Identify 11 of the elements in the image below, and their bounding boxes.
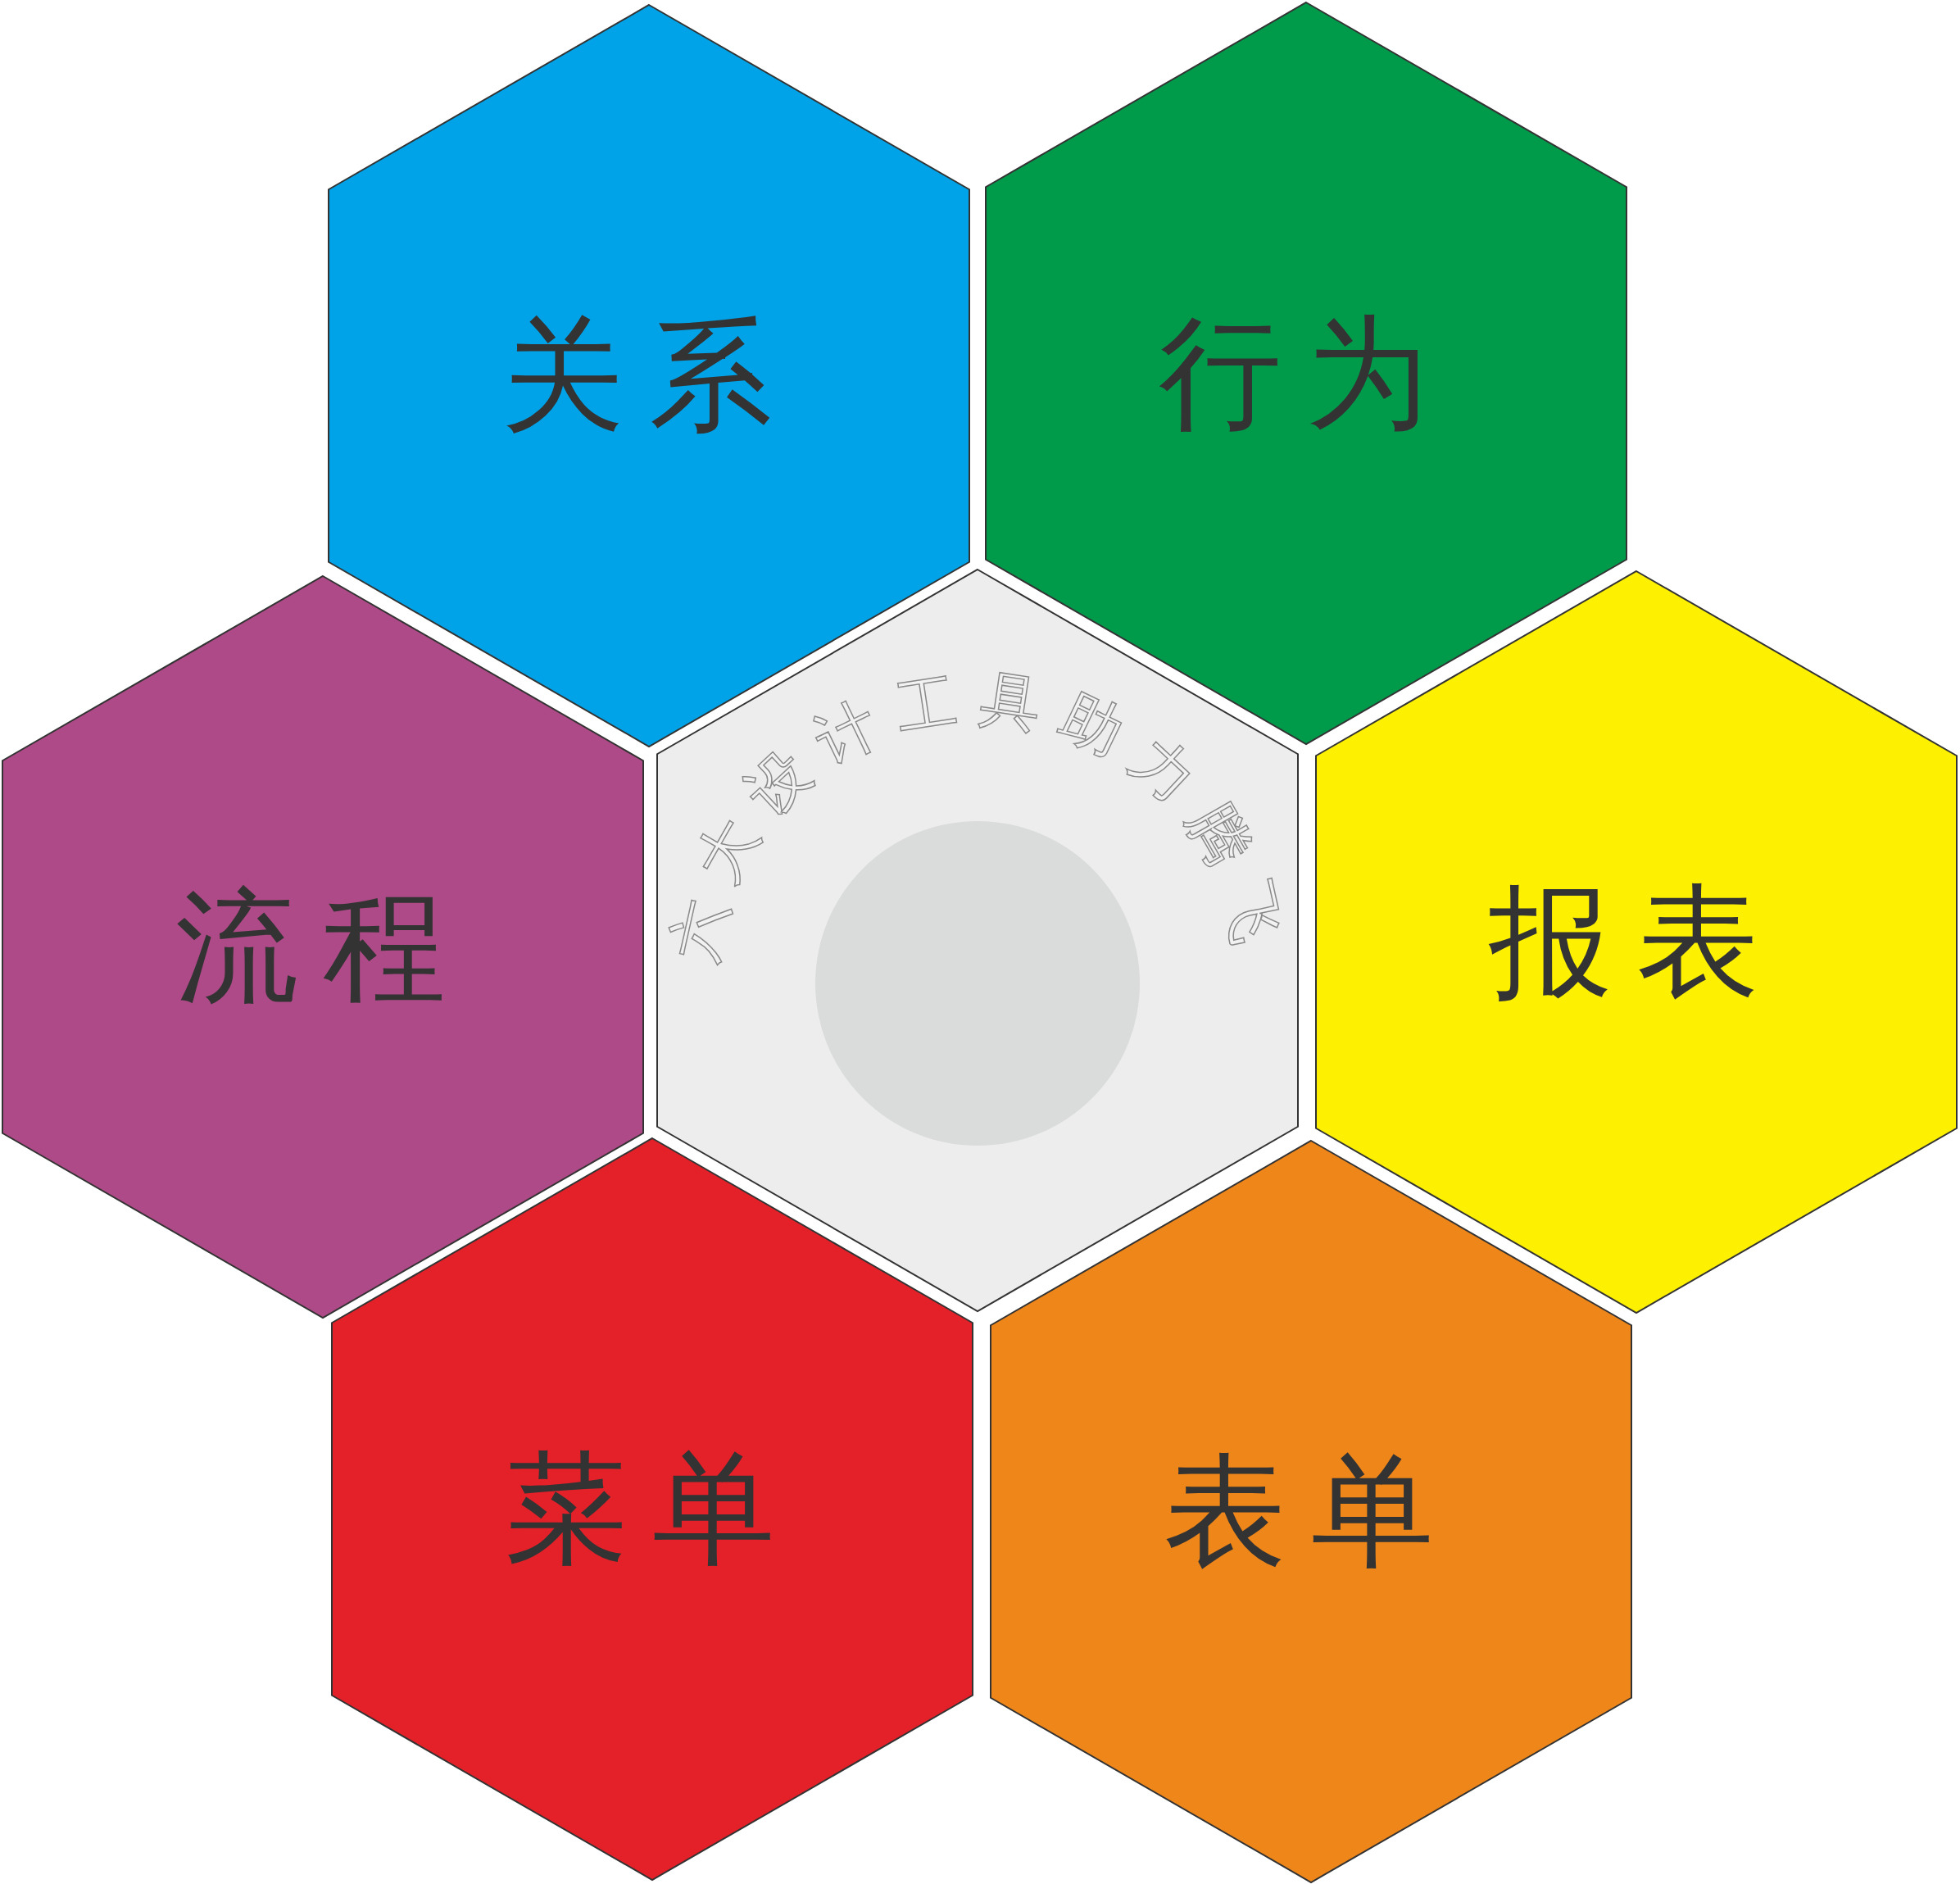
- hexagon-label: 表单: [1164, 1450, 1459, 1573]
- hexagon-label: 流程: [175, 885, 470, 1008]
- hexagon-label: 报表: [1489, 880, 1784, 1003]
- hexagon-tile: [330, 1136, 974, 1882]
- hexagon-label: 关系: [501, 314, 796, 437]
- hexagon-label: 菜单: [505, 1447, 800, 1570]
- arc-title-text: 六大设计工具助力腾飞: [657, 661, 1298, 968]
- hexagon-tile: [1314, 569, 1958, 1314]
- hexagon-label: 行为: [1159, 311, 1454, 434]
- hexagon-tile: [1, 574, 645, 1319]
- hexagon-tile: [989, 1138, 1633, 1884]
